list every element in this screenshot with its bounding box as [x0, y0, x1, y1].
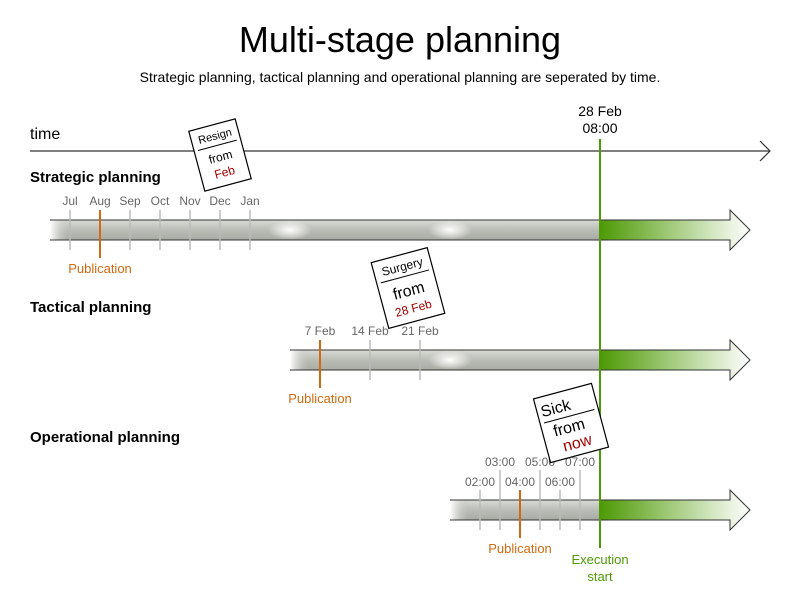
tick-label: Jan — [240, 194, 259, 208]
tick-label: 02:00 — [465, 475, 495, 489]
resign-card: Resign from Feb — [188, 118, 252, 192]
tactical-bar-gap — [428, 350, 472, 370]
card-border — [532, 382, 610, 464]
strategic-bar — [50, 220, 600, 240]
tick-label: Jul — [62, 194, 77, 208]
stage-title-strategic: Strategic planning — [30, 169, 161, 186]
operational-execution-arrow — [599, 488, 751, 532]
tactical-execution-arrow — [599, 338, 751, 382]
tick-label: Aug — [89, 194, 110, 208]
tactical-publication-label: Publication — [288, 391, 352, 406]
card-divider — [380, 269, 430, 284]
tactical-bar-fade — [290, 350, 310, 370]
tick-label: 21 Feb — [401, 324, 439, 338]
operational-bar-fade — [450, 500, 470, 520]
execution-time-label: 08:00 — [582, 120, 617, 136]
tick-label: 14 Feb — [351, 324, 389, 338]
strategic-bar-gap-1 — [268, 220, 312, 240]
execution-start-label-line1: Execution — [571, 552, 628, 567]
execution-date-label: 28 Feb — [578, 103, 622, 119]
tick-label: Dec — [209, 194, 230, 208]
strategic-execution-arrow — [599, 208, 751, 252]
card-border — [188, 118, 252, 192]
page-subtitle: Strategic planning, tactical planning an… — [140, 69, 661, 85]
stage-title-tactical: Tactical planning — [30, 299, 151, 316]
strategic-publication-label: Publication — [68, 261, 132, 276]
tick-label: Sep — [119, 194, 141, 208]
stage-title-operational: Operational planning — [30, 429, 180, 446]
time-axis-label: time — [30, 126, 60, 143]
tick-label: 07:00 — [565, 455, 595, 469]
operational-ticks: 02:00 03:00 04:00 05:00 06:00 07:00 — [465, 455, 595, 530]
tick-label: 05:00 — [525, 455, 555, 469]
tactical-ticks: 7 Feb 14 Feb 21 Feb — [305, 324, 439, 380]
sick-card: Sick from now — [532, 382, 610, 464]
strategic-ticks: Jul Aug Sep Oct Nov Dec Jan — [62, 194, 260, 250]
time-axis-arrowhead — [759, 140, 771, 162]
tick-label: 06:00 — [545, 475, 575, 489]
card-divider — [197, 139, 237, 152]
card-when: Feb — [213, 163, 237, 182]
card-border — [370, 246, 446, 330]
tick-label: Nov — [179, 194, 200, 208]
tick-label: 03:00 — [485, 455, 515, 469]
execution-start-label-line2: start — [587, 569, 613, 584]
operational-bar — [450, 500, 600, 520]
card-from: from — [207, 147, 234, 167]
tick-label: 7 Feb — [305, 324, 336, 338]
tick-label: Oct — [151, 194, 170, 208]
strategic-bar-gap-2 — [428, 220, 472, 240]
page-title: Multi-stage planning — [239, 19, 561, 60]
strategic-bar-fade — [50, 220, 70, 240]
tick-label: 04:00 — [505, 475, 535, 489]
card-divider — [543, 409, 595, 424]
operational-publication-label: Publication — [488, 541, 552, 556]
surgery-card: Surgery from 28 Feb — [370, 246, 446, 330]
